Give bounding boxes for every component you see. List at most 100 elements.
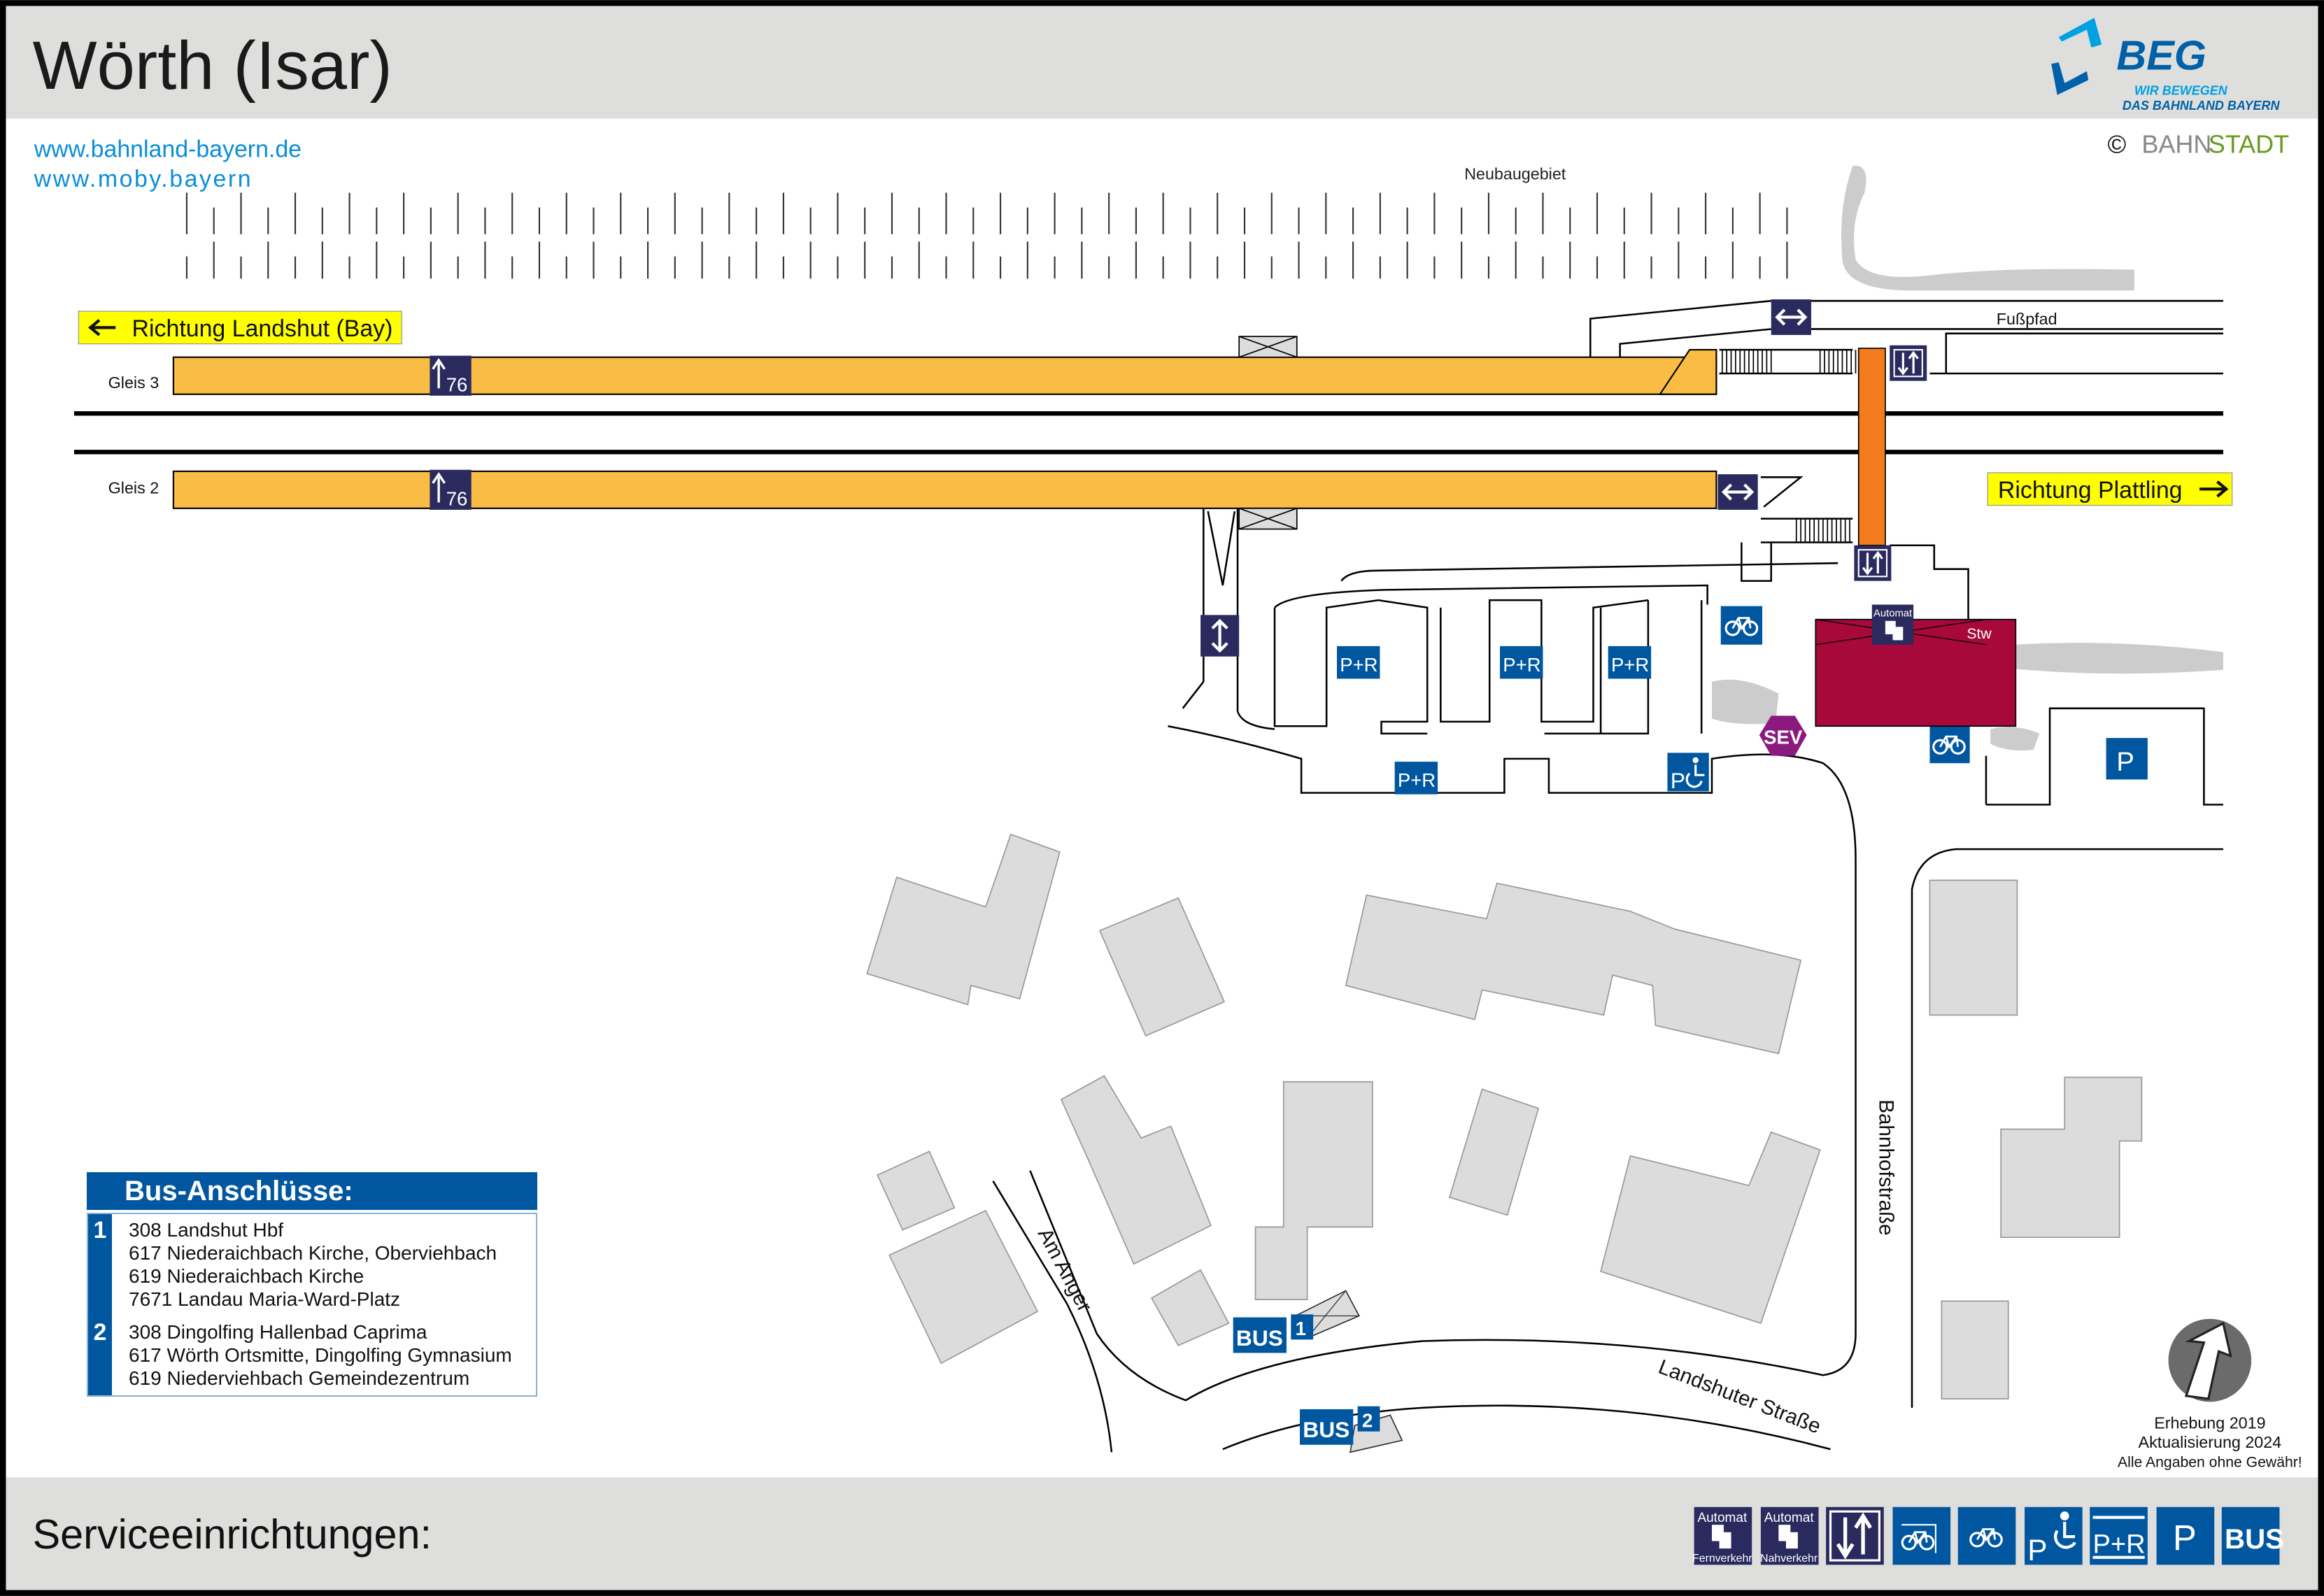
legend-accessible-parking-icon: P [2025,1506,2083,1567]
sev-sign: SEV [1759,715,1807,756]
level-access-sign [1771,299,1811,335]
arrow-left-icon [87,319,116,336]
platform-label: Gleis 2 [108,479,160,497]
link-bahnland[interactable]: www.bahnland-bayern.de [34,136,302,163]
svg-text:Automat: Automat [1873,608,1913,619]
svg-text:BUS: BUS [1236,1325,1283,1351]
svg-text:STADT: STADT [2209,129,2289,158]
park-and-ride-sign: P+R [1394,762,1438,795]
platform-label: Gleis 3 [108,373,160,392]
svg-text:76: 76 [446,373,468,395]
property-ticks [185,192,1788,279]
header-band [6,6,2318,119]
bus-line: 7671 Landau Maria-Ward-Platz [129,1288,401,1310]
svg-text:Fernverkehr: Fernverkehr [1692,1553,1752,1565]
footpath-label: Fußpfad [1997,310,2057,328]
legend-ticket-machine-long-distance-icon: Automat Fernverkehr [1692,1506,1752,1565]
legend-covered-bike-parking-icon [1892,1506,1951,1565]
svg-text:P: P [1671,768,1685,793]
shelter [1238,336,1298,530]
bus-stop-group-2: 2 308 Dingolfing Hallenbad Caprima 617 W… [88,1316,536,1395]
park-and-ride-sign: P+R [1608,646,1652,679]
svg-text:DAS BAHNLAND BAYERN: DAS BAHNLAND BAYERN [2123,99,2281,113]
svg-text:76: 76 [446,488,468,510]
survey-date: Erhebung 2019 [2154,1413,2265,1432]
paths [992,299,2223,1453]
legend-bike-parking-icon [1957,1506,2016,1565]
svg-text:BAHN: BAHN [2141,129,2211,158]
link-moby[interactable]: www.moby.bayern [34,166,253,192]
svg-text:BEG: BEG [2116,32,2206,79]
footbridge [1857,348,1886,546]
level-access-sign [1717,474,1758,510]
signal-box-building [1815,618,2017,727]
vegetation [1990,727,2040,751]
vegetation [1841,166,2134,291]
svg-text:Automat: Automat [1764,1511,1815,1525]
stairs-sign [1854,545,1892,581]
svg-text:WIR BEWEGEN: WIR BEWEGEN [2134,84,2228,98]
bus-stop-number: 2 [88,1316,112,1395]
legend-park-and-ride-icon: P+R [2090,1506,2148,1565]
svg-text:P: P [2027,1534,2047,1567]
bus-line: 617 Wörth Ortsmitte, Dingolfing Gymnasiu… [129,1344,512,1366]
svg-text:2: 2 [1362,1409,1373,1431]
svg-text:P+R: P+R [1611,654,1649,676]
park-and-ride-sign: P+R [1336,646,1380,679]
footer-title: Serviceeinrichtungen: [33,1511,432,1558]
stairs-sign [1890,345,1927,381]
ticket-machine-sign: Automat [1871,604,1914,645]
beg-logo: BEG WIR BEWEGEN DAS BAHNLAND BAYERN [2051,17,2281,113]
bus-stop-number: 1 [88,1214,112,1316]
svg-text:P+R: P+R [1503,654,1540,676]
svg-text:BUS: BUS [2225,1523,2284,1555]
update-date: Aktualisierung 2024 [2139,1433,2282,1451]
svg-text:P: P [2173,1518,2197,1558]
svg-text:P+R: P+R [1340,654,1377,676]
svg-text:SEV: SEV [1764,727,1803,748]
buildings [866,833,2143,1399]
legend-ticket-machine-regional-icon: Automat Nahverkehr [1760,1506,1819,1565]
area-label: Neubaugebiet [1464,164,1566,183]
arrow-right-icon [2199,480,2229,498]
svg-text:P+R: P+R [2092,1529,2145,1559]
bus-connections-title: Bus-Anschlüsse: [87,1172,537,1210]
legend-parking-icon: P [2156,1506,2215,1565]
parking-sign: P [2106,738,2148,780]
bus-line: 619 Niederaichbach Kirche [129,1265,364,1287]
svg-text:1: 1 [1296,1318,1306,1339]
bus-stop-2: BUS 2 [1300,1406,1403,1453]
vegetation [1993,643,2223,674]
stairs [1721,350,1857,543]
disclaimer: Alle Angaben ohne Gewähr! [2118,1455,2302,1471]
stw-label: Stw [1967,626,1992,642]
bus-line: 619 Niederviehbach Gemeindezentrum [129,1367,470,1389]
bus-stop-1: BUS 1 [1233,1290,1360,1353]
bike-parking-sign [1929,725,1970,764]
bus-line: 617 Niederaichbach Kirche, Oberviehbach [129,1242,497,1264]
page-title: Wörth (Isar) [33,27,392,104]
underpass-sign [1200,615,1240,657]
svg-text:BUS: BUS [1303,1417,1349,1442]
legend-bus-icon: BUS [2221,1506,2284,1565]
bus-connections-panel: Bus-Anschlüsse: 1 308 Landshut Hbf 617 N… [87,1172,537,1397]
svg-text:Richtung Plattling: Richtung Plattling [1998,477,2183,504]
covered-bike-parking-sign [1720,606,1763,645]
svg-text:Nahverkehr: Nahverkehr [1760,1553,1818,1565]
svg-text:©: © [2108,129,2127,158]
bus-stop-group-1: 1 308 Landshut Hbf 617 Niederaichbach Ki… [88,1214,536,1316]
accessible-parking-sign: P [1667,753,1709,793]
direction-landshut: Richtung Landshut (Bay) [78,311,402,345]
bus-line: 308 Dingolfing Hallenbad Caprima [129,1321,427,1343]
legend-stairs-icon [1826,1506,1884,1565]
bahnstadt-copyright: © BAHN STADT [2108,129,2289,158]
svg-text:Automat: Automat [1697,1511,1748,1525]
bus-line: 308 Landshut Hbf [129,1219,284,1241]
svg-text:P+R: P+R [1398,769,1436,791]
svg-text:P: P [2116,747,2134,777]
street-bahnhofstrasse: Bahnhofstraße [1874,1099,1897,1236]
platform-height-sign: 76 [430,469,472,510]
direction-plattling: Richtung Plattling [1987,472,2233,506]
